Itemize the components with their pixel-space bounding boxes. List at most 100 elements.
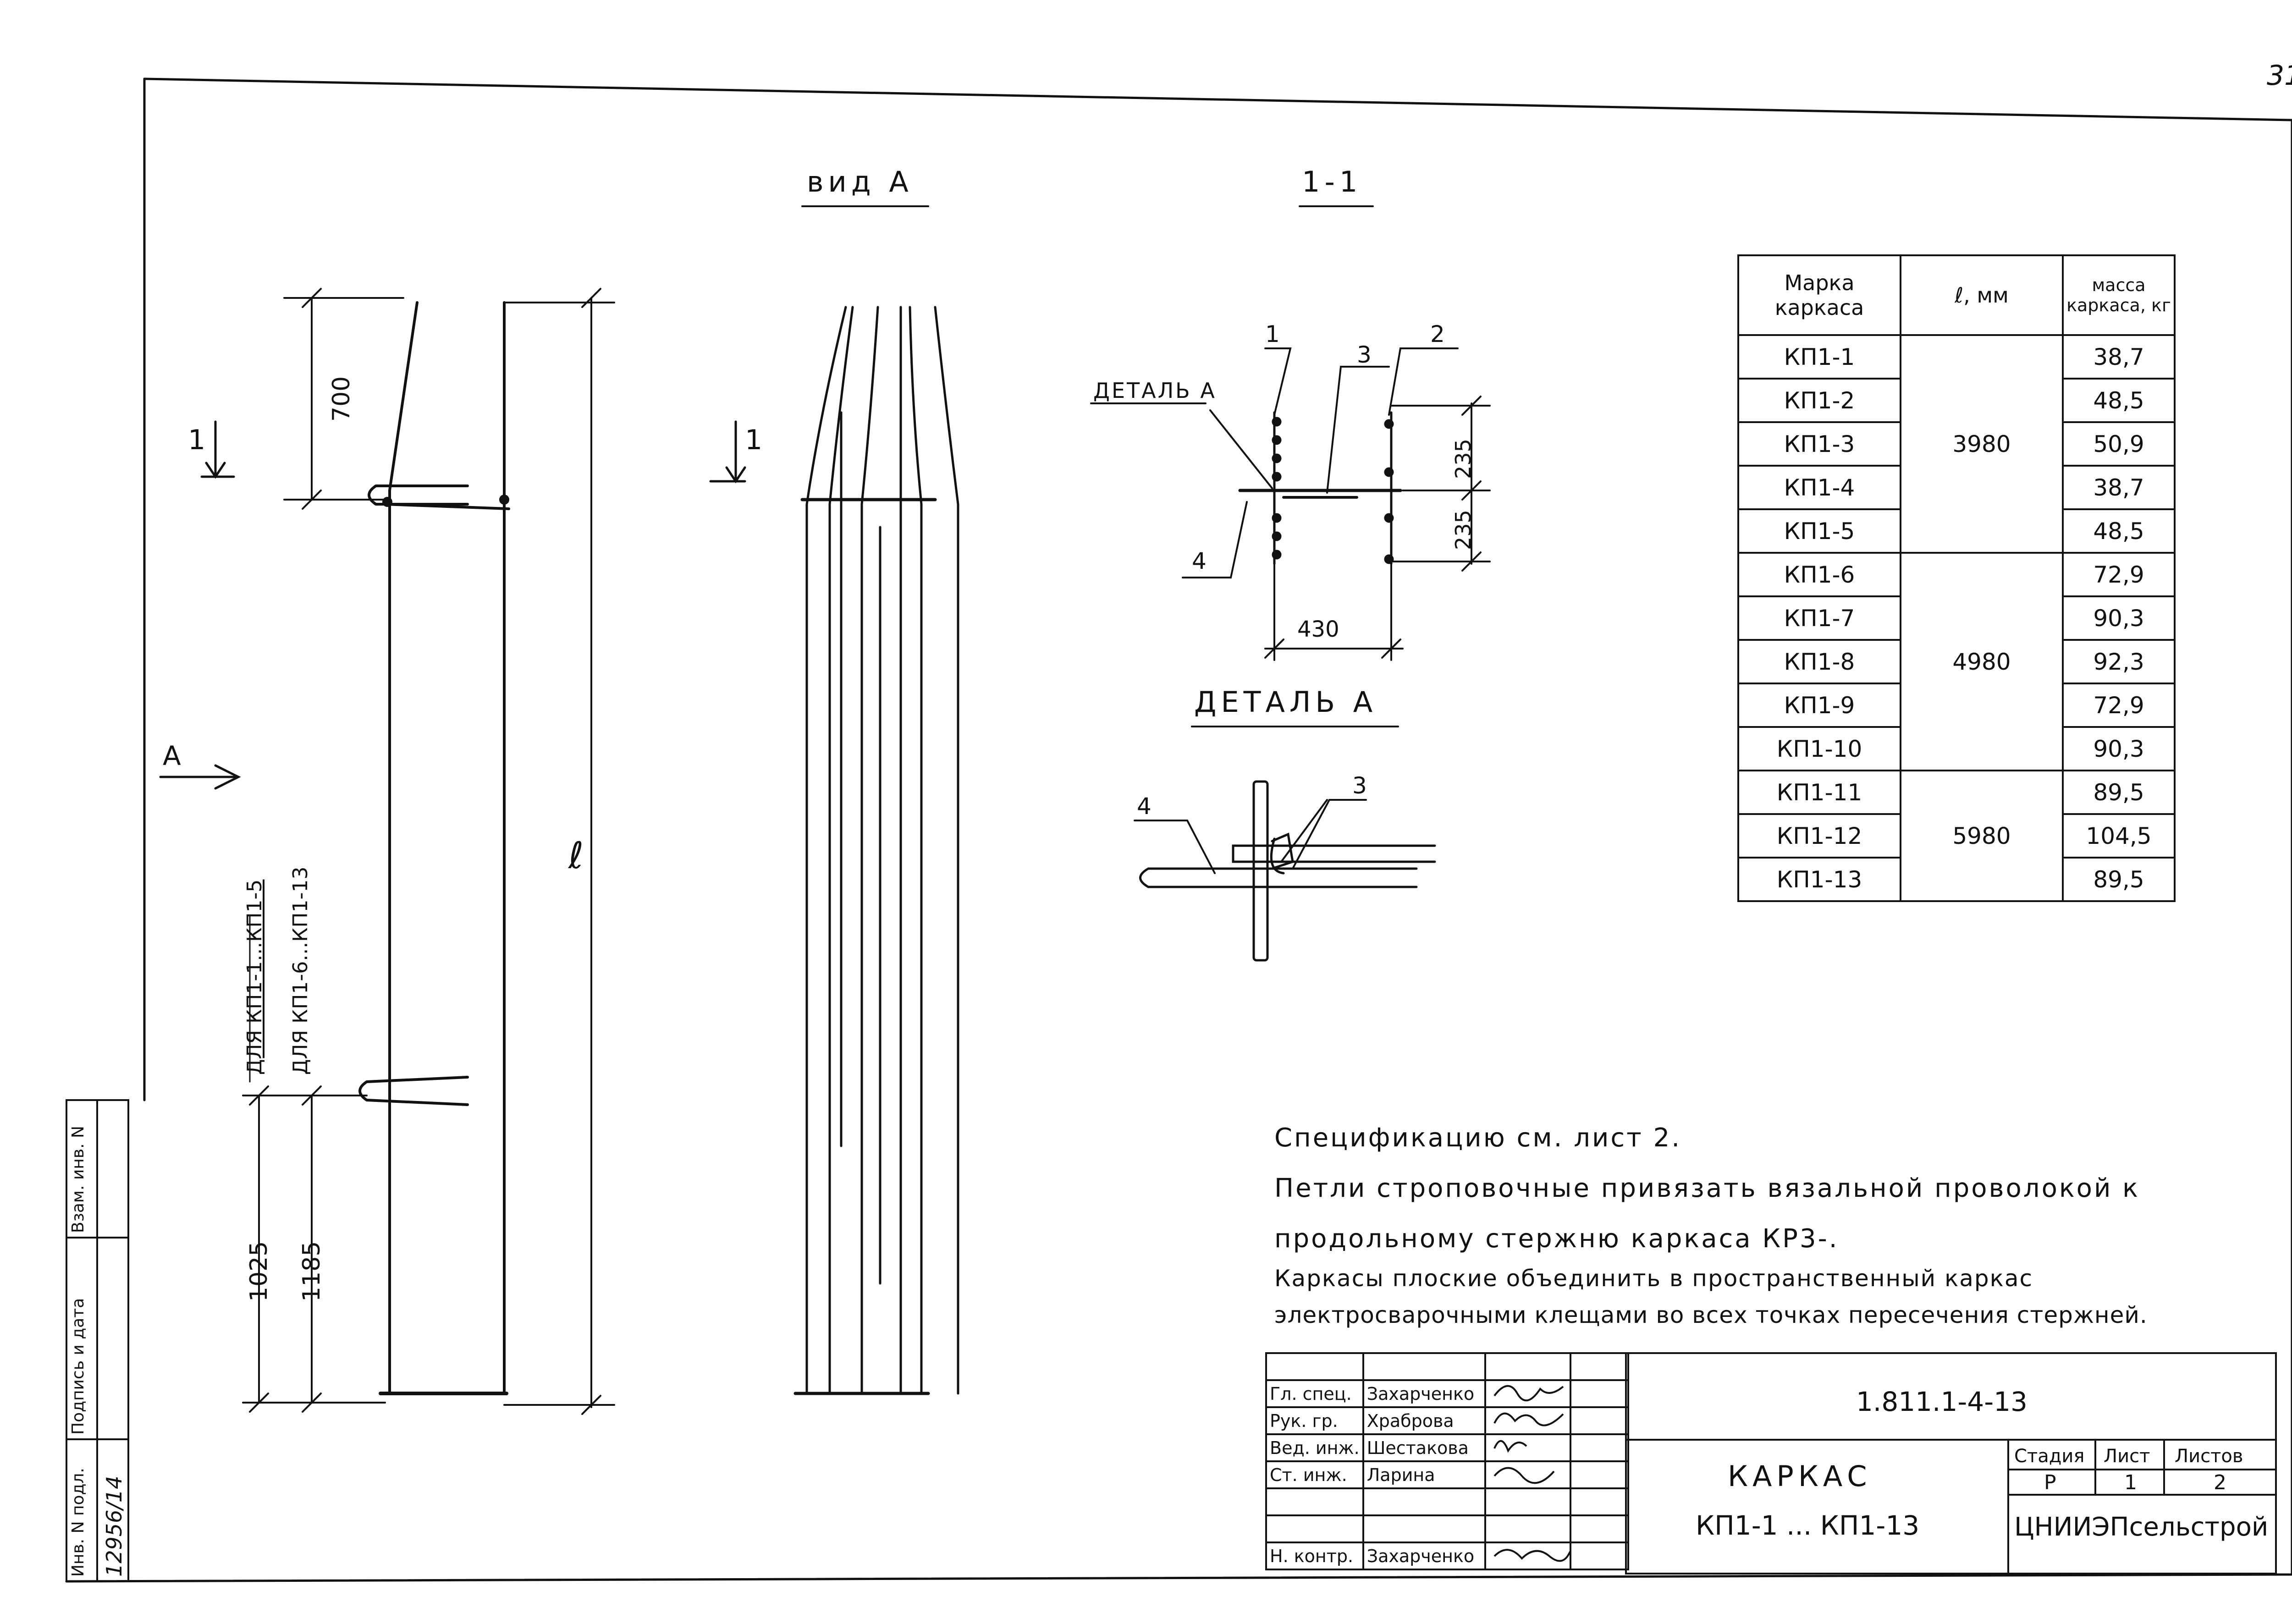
signature-cell (1484, 1541, 1571, 1570)
header-mass: масса каркаса, кг (2062, 254, 2176, 336)
detail-a-callout: ДЕТАЛЬ А (1093, 378, 1217, 403)
title-block-people: Гл. спец.Захарченко Рук. гр.Храброва Вед… (1265, 1352, 1629, 1570)
role-cell: Гл. спец. (1265, 1379, 1364, 1408)
mark-cell: КП1-4 (1737, 465, 1901, 510)
dim-430: 430 (1297, 617, 1339, 642)
sheet-value: 1 (2124, 1471, 2137, 1494)
spec-table: Марка каркаса ℓ, мм масса каркаса, кг КП… (1737, 254, 2176, 902)
view-a-title: вид А (807, 165, 913, 198)
dim-1025: 1025 (245, 1241, 273, 1302)
mass-cell: 72,9 (2062, 552, 2176, 597)
note-line-2: Петли строповочные привязать вязальной п… (1274, 1173, 2140, 1203)
mass-cell: 38,7 (2062, 334, 2176, 380)
section-marker-mid (709, 420, 746, 484)
mass-cell: 104,5 (2062, 813, 2176, 859)
table-row: КП1-9 72,9 (1737, 683, 2176, 728)
table-row (1265, 1487, 1629, 1516)
signature-4 (1493, 1467, 1555, 1484)
stamp-podpis: Подпись и дата (69, 1298, 88, 1435)
role-cell: Вед. инж. (1265, 1433, 1364, 1462)
upper-lifting-loop (368, 484, 469, 506)
view-marker-a-label: А (163, 740, 181, 771)
drawing-range: КП1-1 ... КП1-13 (1696, 1510, 1920, 1541)
mark-cell: КП1-7 (1737, 595, 1901, 641)
section-marker-mid-label: 1 (745, 424, 763, 456)
signature-1 (1493, 1385, 1564, 1402)
note-line-5: электросварочными клещами во всех точках… (1274, 1302, 2148, 1328)
sheet-header: Лист (2104, 1446, 2150, 1467)
name-cell: Шестакова (1362, 1433, 1486, 1462)
name-cell (1362, 1514, 1486, 1543)
table-row: Рук. гр.Храброва (1265, 1406, 1629, 1435)
role-cell: Ст. инж. (1265, 1460, 1364, 1489)
header-mark: Марка каркаса (1737, 254, 1901, 336)
mark-cell: КП1-2 (1737, 378, 1901, 423)
pos-3: 3 (1357, 341, 1372, 368)
mass-cell: 50,9 (2062, 421, 2176, 467)
table-row: КП1-2 48,5 (1737, 378, 2176, 423)
mass-cell: 38,7 (2062, 465, 2176, 510)
detail-a-title: ДЕТАЛЬ А (1194, 685, 1377, 719)
mark-cell: КП1-9 (1737, 683, 1901, 728)
dim-length-l: ℓ (568, 834, 584, 877)
table-row: КП1-5 48,5 (1737, 508, 2176, 554)
pos-2: 2 (1430, 321, 1445, 347)
table-row: Вед. инж.Шестакова (1265, 1433, 1629, 1462)
signature-5 (1493, 1549, 1571, 1562)
detail-pos-3: 3 (1352, 772, 1367, 799)
mass-cell: 48,5 (2062, 508, 2176, 554)
sheet-frame (65, 77, 2292, 1583)
section-1-1-title: 1-1 (1302, 165, 1362, 198)
mark-cell: КП1-1 (1737, 334, 1901, 380)
section-marker-left (200, 420, 235, 479)
signature-2 (1493, 1412, 1564, 1426)
pos-1: 1 (1265, 321, 1280, 347)
drawing-name: КАРКАС (1728, 1459, 1872, 1493)
note-line-4: Каркасы плоские объединить в пространств… (1274, 1265, 2033, 1292)
note-line-1: Спецификацию см. лист 2. (1274, 1123, 1682, 1153)
mark-cell: КП1-5 (1737, 508, 1901, 554)
mass-cell: 72,9 (2062, 683, 2176, 728)
view-arrow-a (159, 764, 241, 790)
length-cell: 5980 (1900, 770, 2064, 902)
mark-cell: КП1-6 (1737, 552, 1901, 597)
stamp-vzam: Взам. инв. N (69, 1126, 88, 1233)
table-row: КП1-12 104,5 (1737, 813, 2176, 859)
header-length: ℓ, мм (1900, 254, 2064, 336)
role-cell (1265, 1514, 1364, 1543)
mass-cell: 89,5 (2062, 770, 2176, 815)
signature-cell (1484, 1460, 1571, 1489)
sheets-value: 2 (2214, 1471, 2226, 1494)
detail-a (1134, 780, 1436, 962)
view-a-bars (793, 306, 959, 1395)
dim-700: 700 (328, 376, 355, 422)
front-view (358, 301, 615, 1395)
role-cell (1265, 1487, 1364, 1516)
table-row: КП1-4 38,7 (1737, 465, 2176, 510)
mass-cell: 48,5 (2062, 378, 2176, 423)
section-marker-left-label: 1 (188, 424, 206, 456)
mass-cell: 90,3 (2062, 726, 2176, 771)
label-for-kp1-6-13: ДЛЯ КП1-6...КП1-13 (289, 866, 312, 1075)
table-row: Гл. спец.Захарченко (1265, 1379, 1629, 1408)
role-cell: Н. контр. (1265, 1541, 1364, 1570)
pos-4: 4 (1192, 548, 1207, 574)
signature-3 (1493, 1440, 1527, 1453)
mark-cell: КП1-12 (1737, 813, 1901, 859)
table-row (1265, 1514, 1629, 1543)
section-1-1 (1182, 347, 1491, 661)
signature-cell (1484, 1379, 1571, 1408)
stamp-inv-podl: Инв. N подл. (69, 1468, 88, 1577)
length-cell: 3980 (1900, 334, 2064, 554)
spec-header-row: Марка каркаса ℓ, мм масса каркаса, кг (1737, 254, 2176, 336)
mark-cell: КП1-11 (1737, 770, 1901, 815)
mark-cell: КП1-13 (1737, 857, 1901, 902)
